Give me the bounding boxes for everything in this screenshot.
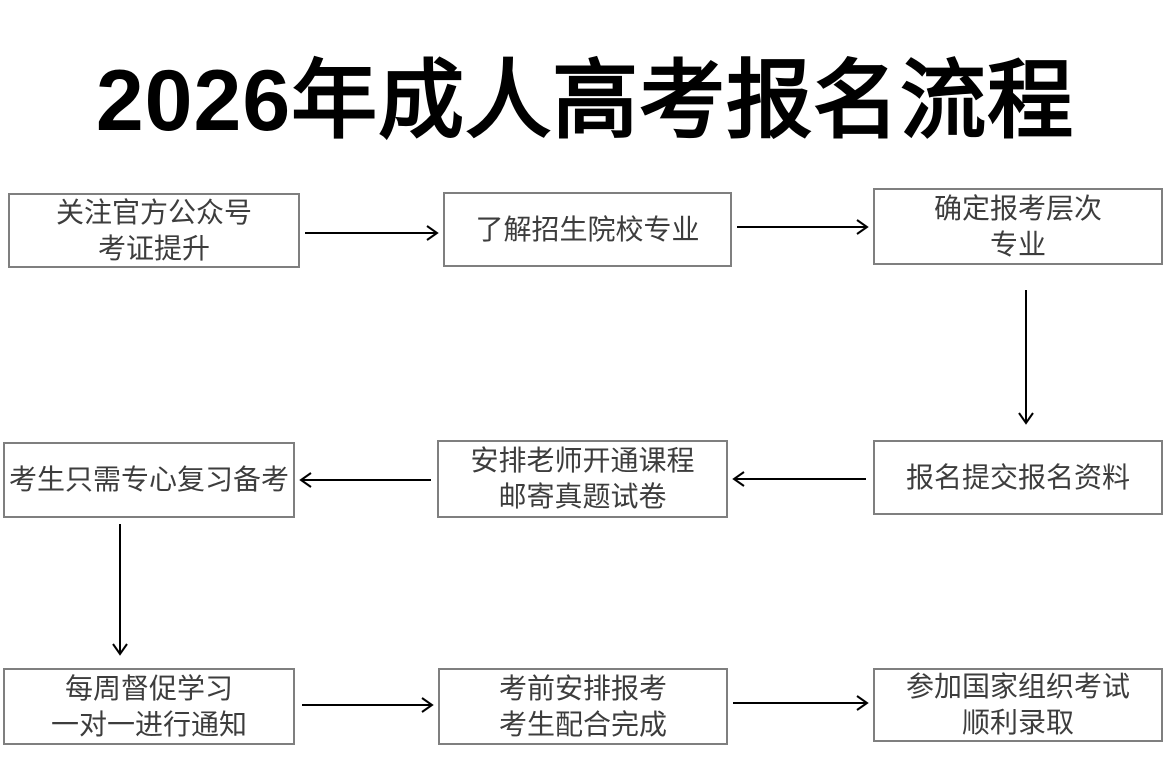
flow-step-4-line-1: 报名提交报名资料: [905, 461, 1130, 493]
flow-step-5-line-2: 邮寄真题试卷: [498, 481, 667, 512]
flow-step-9-line-1: 参加国家组织考试: [905, 671, 1130, 702]
flow-step-1: 关注官方公众号 考证提升: [8, 193, 300, 268]
flow-step-7: 每周督促学习 一对一进行通知: [3, 668, 295, 745]
arrow-step7-to-step8: [302, 697, 434, 713]
page-title: 2026年成人高考报名流程: [95, 53, 1075, 149]
flow-step-2: 了解招生院校专业: [443, 192, 732, 267]
flow-step-1-line-1: 关注官方公众号: [55, 196, 252, 228]
flow-step-7-line-2: 一对一进行通知: [50, 708, 247, 740]
arrow-step2-to-step3: [737, 219, 869, 235]
arrow-step6-to-step7: [112, 524, 128, 656]
flow-step-2-line-1: 了解招生院校专业: [475, 213, 700, 245]
flow-step-3-line-2: 专业: [989, 228, 1046, 260]
arrow-step5-to-step6: [299, 472, 431, 488]
arrow-step4-to-step5: [732, 471, 866, 487]
flow-step-8-line-2: 考生配合完成: [498, 708, 667, 740]
flow-step-3: 确定报考层次 专业: [873, 188, 1163, 265]
flow-step-6-line-1: 考生只需专心复习备考: [8, 464, 289, 495]
flow-step-9-line-2: 顺利录取: [961, 707, 1074, 738]
flow-step-8: 考前安排报考 考生配合完成: [438, 668, 728, 745]
flow-step-8-line-1: 考前安排报考: [498, 672, 667, 704]
arrow-step1-to-step2: [305, 225, 439, 241]
flow-step-7-line-1: 每周督促学习: [64, 672, 233, 704]
flow-step-6: 考生只需专心复习备考: [3, 442, 295, 518]
arrow-step3-to-step4: [1018, 290, 1034, 425]
flow-step-5-line-1: 安排老师开通课程: [470, 445, 695, 476]
flow-step-4: 报名提交报名资料: [873, 440, 1163, 515]
flow-step-1-line-2: 考证提升: [97, 232, 210, 264]
arrow-step8-to-step9: [733, 695, 869, 711]
flow-step-9: 参加国家组织考试 顺利录取: [873, 668, 1163, 742]
flow-step-3-line-1: 确定报考层次: [933, 192, 1102, 224]
flow-step-5: 安排老师开通课程 邮寄真题试卷: [437, 440, 728, 518]
